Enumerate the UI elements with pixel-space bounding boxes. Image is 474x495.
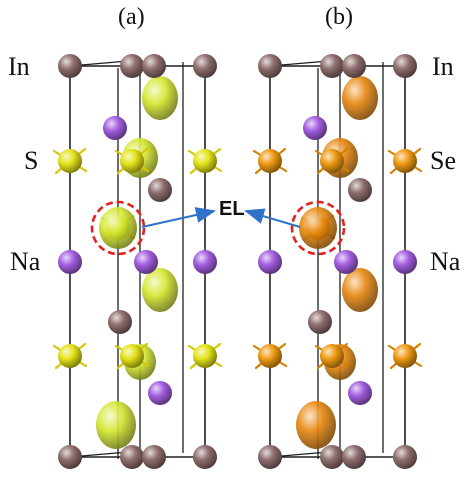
- panel-a-indium-atom-7: [120, 445, 144, 469]
- label-sulfur: S: [24, 146, 39, 175]
- panel-b-indium-atom-8: [342, 445, 366, 469]
- panel-a-indium-atom-8: [142, 445, 166, 469]
- panel-b-indium-atom-4: [348, 178, 372, 202]
- el-arrow-right-icon: [244, 208, 301, 228]
- panel-a-electride-dashed-circle-marker: [90, 200, 146, 256]
- panel-b-isosurface-bottom: [296, 401, 336, 449]
- panel-b-indium-atom-1: [320, 54, 344, 78]
- panel-a-sodium-atom-0: [103, 116, 127, 140]
- panel-a-indium-atom-5: [108, 310, 132, 334]
- panel-a-isosurface-top: [142, 76, 178, 120]
- panel-a-sodium-atom-3: [193, 250, 217, 274]
- panel-b-indium-atom-3: [393, 54, 417, 78]
- panel-a-chalcogen-atom-5: [120, 344, 144, 368]
- panel-a-sodium-atom-1: [58, 250, 82, 274]
- panel-label-b: (b): [325, 4, 353, 30]
- panel-b-indium-atom-6: [258, 445, 282, 469]
- el-arrow-left-icon: [141, 207, 216, 228]
- panel-b-indium-atom-0: [258, 54, 282, 78]
- label-indium-left: In: [8, 52, 30, 81]
- panel-b-chalcogen-atom-2: [393, 149, 417, 173]
- panel-a-sodium-atom-4: [148, 381, 172, 405]
- panel-a-indium-atom-4: [148, 178, 172, 202]
- panel-b-chalcogen-atom-4: [258, 344, 282, 368]
- panel-a-chalcogen-atom-4: [58, 344, 82, 368]
- panel-b-indium-atom-7: [320, 445, 344, 469]
- panel-b-sodium-atom-1: [258, 250, 282, 274]
- panel-b-chalcogen-atom-1: [320, 149, 344, 173]
- panel-a-chalcogen-atom-2: [193, 149, 217, 173]
- label-sodium-right: Na: [430, 247, 461, 276]
- panel-b-electride-isosurface: [299, 207, 337, 249]
- panel-b-indium-atom-9: [393, 445, 417, 469]
- label-indium-right: In: [432, 52, 454, 81]
- panel-a-indium-atom-1: [120, 54, 144, 78]
- panel-b-indium-atom-2: [342, 54, 366, 78]
- panel-b-sodium-atom-0: [303, 116, 327, 140]
- panel-a-indium-atom-9: [193, 445, 217, 469]
- panel-b-chalcogen-atom-5: [320, 344, 344, 368]
- panel-a-electride-isosurface: [99, 207, 137, 249]
- panel-b-chalcogen-atom-6: [393, 344, 417, 368]
- panel-b-isosurface-top: [342, 76, 378, 120]
- panel-b-sodium-atom-3: [393, 250, 417, 274]
- panel-b-sodium-atom-2: [334, 250, 358, 274]
- panel-a-chalcogen-atom-0: [58, 149, 82, 173]
- panel-a-indium-atom-0: [58, 54, 82, 78]
- panel-b-indium-atom-5: [308, 310, 332, 334]
- panel-label-a: (a): [118, 4, 145, 30]
- panel-b-isosurface-middle: [342, 268, 378, 312]
- electride-label: EL: [219, 198, 245, 220]
- panel-a-indium-atom-6: [58, 445, 82, 469]
- panel-a-chalcogen-atom-6: [193, 344, 217, 368]
- panel-b-chalcogen-atom-0: [258, 149, 282, 173]
- panel-b-sodium-atom-4: [348, 381, 372, 405]
- panel-a-isosurface-middle: [142, 268, 178, 312]
- panel-a-indium-atom-2: [142, 54, 166, 78]
- label-sodium-left: Na: [10, 247, 41, 276]
- panel-a-isosurface-bottom: [96, 401, 136, 449]
- panel-a-indium-atom-3: [193, 54, 217, 78]
- panel-a-sodium-atom-2: [134, 250, 158, 274]
- panel-a-chalcogen-atom-1: [120, 149, 144, 173]
- label-selenium: Se: [430, 146, 456, 175]
- panel-b-electride-dashed-circle-marker: [290, 200, 346, 256]
